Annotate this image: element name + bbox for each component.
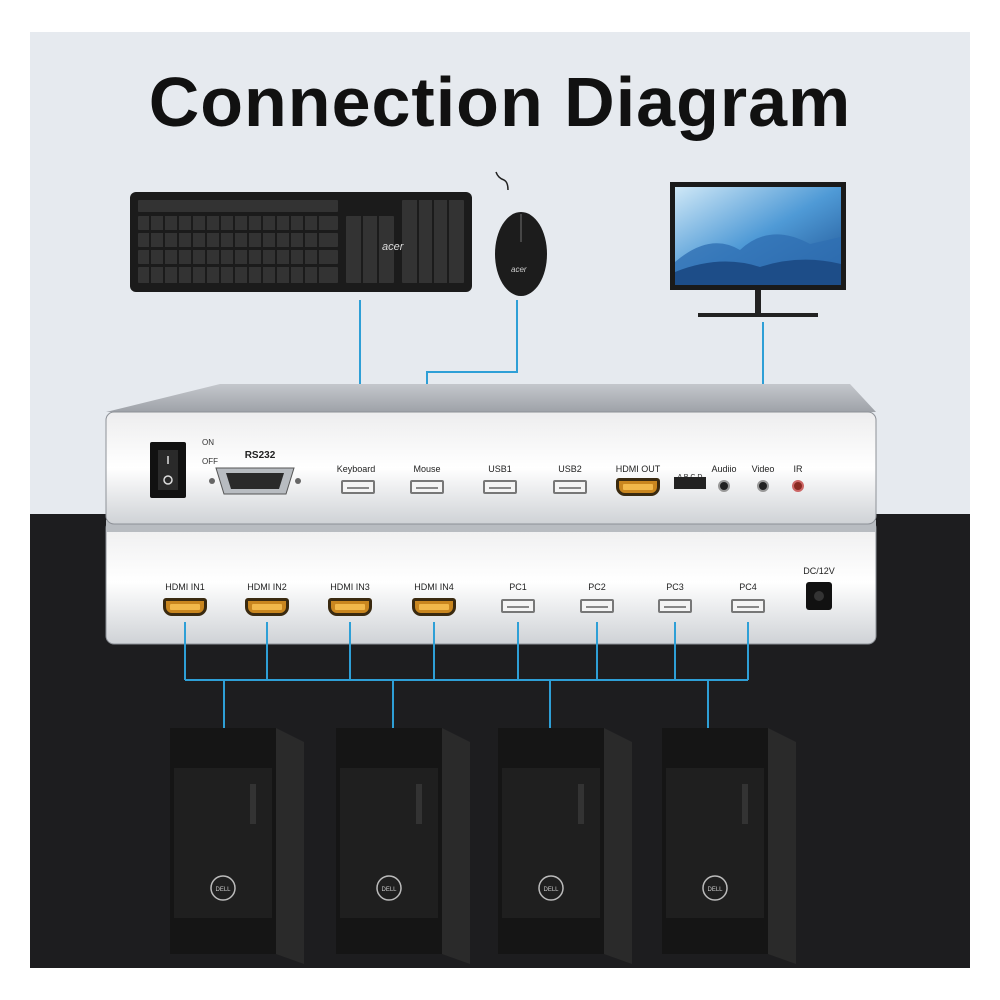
hdmi-in4-port [412,598,456,616]
pc2-usb-port [580,599,614,613]
pc-tower-icon [336,728,470,964]
pc3-usb-port [658,599,692,613]
hdmi-in3-label: HDMI IN3 [330,582,370,592]
mouse-port-label: Mouse [413,464,441,474]
audio-label: Audiio [711,464,737,474]
hdmi-in1-port [163,598,207,616]
lower-cables [184,622,749,732]
hdmi-in4-label: HDMI IN4 [414,582,454,592]
pc4-label: PC4 [739,582,757,592]
abcd-switch-label: A B C D [677,474,703,481]
pc-brand: DELL [707,887,723,893]
usb2-label: USB2 [558,464,582,474]
pc3-label: PC3 [666,582,684,592]
mouse-usb-port [410,480,444,494]
mouse-brand: acer [511,265,527,274]
rs232-label: RS232 [244,450,276,461]
pc4-usb-port [731,599,765,613]
ir-sensor [792,480,804,492]
usb1-label: USB1 [488,464,512,474]
pc1-usb-port [501,599,535,613]
pc-tower-icon [170,728,304,964]
diagram-art: acer acer [105,171,877,964]
monitor-icon [670,182,846,317]
hdmi-in2-port [245,598,289,616]
pc-brand: DELL [215,887,231,893]
keyboard-brand: acer [382,241,405,253]
power-on-label: ON [202,438,214,447]
kvm-upper-chassis [105,384,877,525]
keyboard-usb-port [341,480,375,494]
hdmi-in3-port [328,598,372,616]
mouse-icon: acer [495,171,547,296]
keyboard-port-label: Keyboard [336,464,376,474]
ir-label: IR [793,464,803,474]
pc-tower-icon [662,728,796,964]
pc-brand: DELL [543,887,559,893]
pc2-label: PC2 [588,582,606,592]
pc-brand: DELL [381,887,397,893]
pc-tower-icon [498,728,632,964]
dc-power-label: DC/12V [803,566,835,576]
power-off-label: OFF [202,457,218,466]
video-label: Video [751,464,775,474]
audio-jack [718,480,730,492]
hdmi-in1-label: HDMI IN1 [165,582,205,592]
pc1-label: PC1 [509,582,527,592]
pc-tower-group [170,728,796,964]
diagram-title: Connection Diagram [148,63,852,141]
hdmi-out-port [616,478,660,496]
usb1-port [483,480,517,494]
hdmi-out-label: HDMI OUT [615,464,661,474]
hdmi-in2-label: HDMI IN2 [247,582,287,592]
usb2-port [553,480,587,494]
keyboard-icon: acer [130,192,472,292]
video-jack [757,480,769,492]
diagram-canvas: Connection Diagram [30,32,970,968]
